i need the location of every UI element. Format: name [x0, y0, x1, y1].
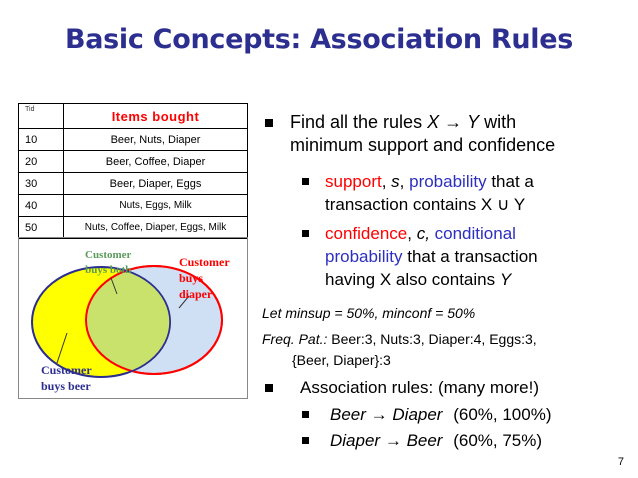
rule-1: Beer → Diaper (60%, 100%) — [330, 403, 552, 426]
diaper-label: Customer buys diaper — [179, 254, 230, 302]
row-items: Beer, Coffee, Diaper — [63, 150, 248, 173]
table-row: 30 Beer, Diaper, Eggs — [18, 172, 248, 195]
confidence-y: Y — [499, 270, 512, 289]
frequent-patterns: Freq. Pat.: Beer:3, Nuts:3, Diaper:4, Eg… — [262, 329, 537, 349]
row-tid: 30 — [18, 172, 64, 195]
both-label-line: Customer — [85, 249, 132, 261]
support-text: that a — [486, 172, 534, 191]
rule-x: X — [427, 112, 440, 132]
rule2-values: (60%, 75%) — [453, 431, 543, 450]
table-row: 20 Beer, Coffee, Diaper — [18, 150, 248, 173]
confidence-text-line3: having X also contains — [325, 270, 500, 289]
separator: , — [381, 172, 392, 191]
rule1-rhs: Diaper — [392, 405, 443, 424]
rule-text: Find all the rules — [290, 112, 428, 132]
table-header: Tid Items bought — [18, 103, 248, 129]
row-tid: 10 — [18, 128, 64, 151]
table-row: 40 Nuts, Eggs, Milk — [18, 194, 248, 217]
diaper-label-line: Customer — [179, 255, 230, 269]
arrow-icon: → — [370, 405, 388, 424]
bullet-square-icon — [265, 384, 273, 392]
both-label-line: buys both — [85, 264, 132, 276]
diaper-label-line: buys — [179, 271, 204, 285]
rule-arrow-icon: → — [439, 112, 468, 132]
diaper-label-line: diaper — [179, 287, 213, 301]
bullet-square-icon — [302, 411, 309, 418]
rule2-rhs: Beer — [406, 431, 443, 450]
let-line: Let minsup = 50%, minconf = 50% — [262, 305, 476, 321]
table-row: 10 Beer, Nuts, Diaper — [18, 128, 248, 151]
beer-circle-outline — [31, 266, 171, 378]
beer-label-line: buys beer — [41, 379, 91, 393]
freq-label: Freq. Pat.: — [262, 331, 328, 347]
support-term: support — [325, 172, 382, 191]
diaper-pointer — [178, 295, 190, 309]
probability-term: probability — [325, 247, 403, 266]
both-label: Customer buys both — [85, 248, 131, 278]
slide-title: Basic Concepts: Association Rules — [64, 24, 574, 55]
beer-pointer — [56, 332, 68, 364]
row-tid: 40 — [18, 194, 64, 217]
rule-text: with — [479, 112, 517, 132]
beer-label-line: Customer — [41, 363, 92, 377]
separator: , — [399, 172, 410, 191]
both-pointer — [110, 277, 118, 295]
separator: , — [407, 224, 417, 243]
header-items: Items bought — [63, 103, 248, 129]
freq-line1: Beer:3, Nuts:3, Diaper:4, Eggs:3, — [327, 331, 537, 347]
conditional-term: conditional — [429, 224, 516, 243]
rule-y: Y — [467, 112, 480, 132]
confidence-text: that a transaction — [402, 247, 538, 266]
rule-text-line2: minimum support and confidence — [290, 135, 556, 155]
row-tid: 50 — [18, 216, 64, 239]
rule-definition: Find all the rules X → Y with minimum su… — [290, 111, 555, 157]
confidence-symbol: c, — [416, 224, 430, 243]
bullet-square-icon — [302, 437, 309, 444]
row-items: Nuts, Coffee, Diaper, Eggs, Milk — [63, 216, 248, 239]
arrow-icon: → — [384, 431, 402, 450]
support-symbol: s — [391, 172, 400, 191]
support-definition: support, s, probability that a transacti… — [325, 170, 534, 216]
confidence-term: confidence — [325, 224, 408, 243]
beer-label: Customer buys beer — [41, 362, 92, 394]
probability-term: probability — [409, 172, 487, 191]
bullet-square-icon — [302, 230, 309, 237]
confidence-definition: confidence, c, conditional probability t… — [325, 222, 538, 291]
header-tid: Tid — [18, 103, 64, 129]
bullet-square-icon — [302, 178, 309, 185]
page-number: 7 — [617, 456, 624, 468]
bullet-square-icon — [265, 119, 273, 127]
rule1-values: (60%, 100%) — [453, 405, 552, 424]
rule-2: Diaper → Beer (60%, 75%) — [330, 429, 542, 452]
row-items: Beer, Diaper, Eggs — [63, 172, 248, 195]
diaper-circle-outline — [85, 265, 223, 375]
row-items: Beer, Nuts, Diaper — [63, 128, 248, 151]
venn-diagram: Customer buys both Customer buys diaper … — [18, 237, 248, 399]
rule1-lhs: Beer — [330, 405, 366, 424]
support-text-line2: transaction contains X ∪ Y — [325, 195, 526, 214]
table-row: 50 Nuts, Coffee, Diaper, Eggs, Milk — [18, 216, 248, 239]
row-tid: 20 — [18, 150, 64, 173]
transactions-table: Tid Items bought 10 Beer, Nuts, Diaper 2… — [18, 103, 248, 239]
venn-svg — [31, 265, 223, 378]
rule2-lhs: Diaper — [330, 431, 381, 450]
freq-line2: {Beer, Diaper}:3 — [292, 352, 391, 368]
row-items: Nuts, Eggs, Milk — [63, 194, 248, 217]
overlap-region — [86, 267, 170, 374]
assoc-heading: Association rules: (many more!) — [300, 378, 540, 397]
